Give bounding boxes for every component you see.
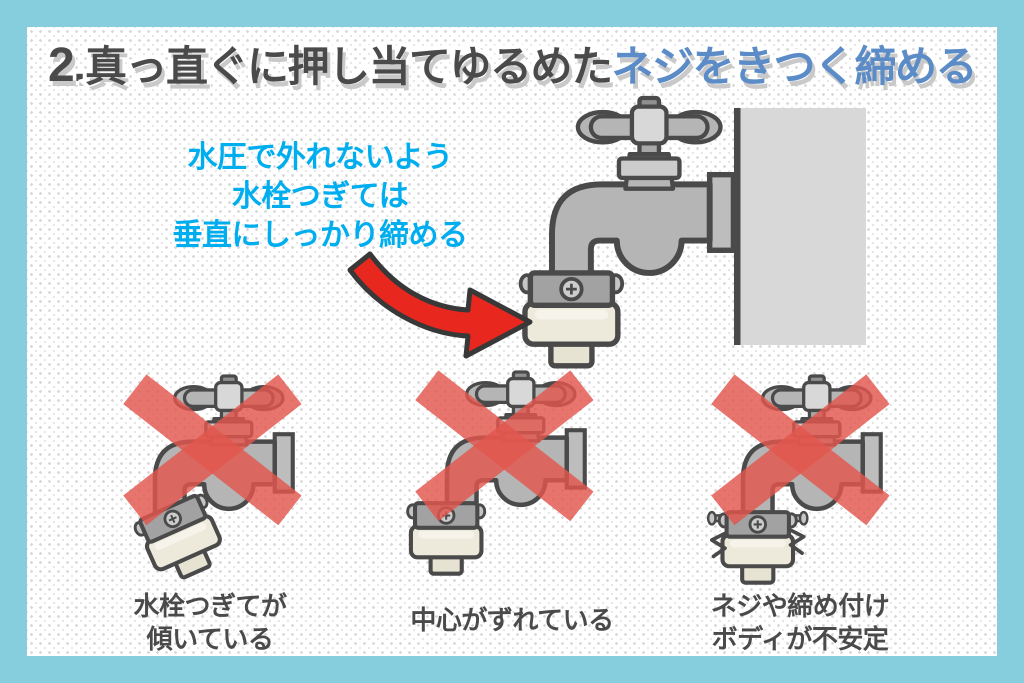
faucet-icon — [552, 98, 733, 279]
wrong-example-tilted — [123, 372, 302, 587]
title-black-text: 真っ直ぐに押し当てゆるめた — [81, 39, 617, 93]
wall — [740, 108, 866, 345]
example-caption-offcenter: 中心がずれている — [410, 605, 614, 635]
page-title: 2.真っ直ぐに押し当てゆるめたネジをきつく締める — [0, 35, 1024, 96]
wrong-example-offcenter — [398, 368, 594, 583]
title-blue-text: ネジをきつく締める — [608, 39, 982, 93]
shake-marks-icon — [709, 528, 806, 559]
title-step-number: 2. — [44, 35, 91, 96]
curved-arrow-icon — [347, 251, 533, 359]
unstable-connector-icon — [719, 512, 796, 583]
example-caption-unstable: ネジや締め付け ボディが不安定 — [710, 591, 890, 654]
wrong-example-unstable — [706, 372, 890, 587]
correct-faucet-illustration — [488, 92, 866, 382]
wall-edge — [734, 108, 741, 345]
connector-icon — [521, 273, 623, 366]
instruction-text: 水圧で外れないよう 水栓つぎては 垂直にしっかり締める — [172, 141, 469, 252]
example-caption-tilted: 水栓つぎてが 傾いている — [133, 591, 287, 654]
